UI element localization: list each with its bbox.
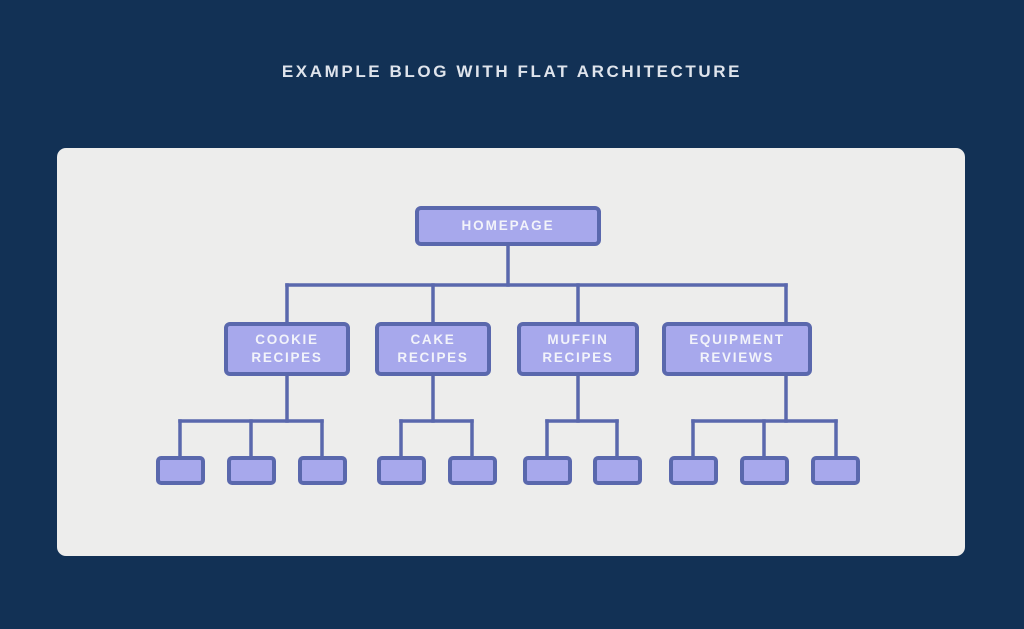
node-leaf-cookie-3[interactable]: [298, 456, 347, 485]
node-leaf-equipment-3[interactable]: [811, 456, 860, 485]
label-line-2: RECIPES: [542, 350, 614, 365]
node-muffin-recipes[interactable]: MUFFIN RECIPES: [517, 322, 639, 376]
node-equipment-reviews[interactable]: EQUIPMENT REVIEWS: [662, 322, 812, 376]
node-leaf-cookie-2[interactable]: [227, 456, 276, 485]
node-leaf-muffin-1[interactable]: [523, 456, 572, 485]
node-cake-recipes-label: CAKE RECIPES: [397, 331, 468, 367]
node-cookie-recipes-label: COOKIE RECIPES: [251, 331, 322, 367]
node-cookie-recipes[interactable]: COOKIE RECIPES: [224, 322, 350, 376]
node-homepage-label: HOMEPAGE: [461, 218, 555, 234]
node-leaf-equipment-2[interactable]: [740, 456, 789, 485]
label-line-1: MUFFIN: [547, 332, 609, 348]
node-leaf-equipment-1[interactable]: [669, 456, 718, 485]
label-line-2: RECIPES: [397, 350, 469, 365]
node-leaf-cake-1[interactable]: [377, 456, 426, 485]
node-homepage[interactable]: HOMEPAGE: [415, 206, 601, 246]
node-leaf-cookie-1[interactable]: [156, 456, 205, 485]
label-line-1: CAKE: [410, 332, 456, 348]
label-line-1: EQUIPMENT: [689, 332, 785, 348]
diagram-panel: HOMEPAGE COOKIE RECIPES CAKE RECIPES MUF…: [57, 148, 965, 556]
label-line-1: COOKIE: [255, 332, 319, 348]
page-title: EXAMPLE BLOG WITH FLAT ARCHITECTURE: [281, 62, 743, 81]
node-muffin-recipes-label: MUFFIN RECIPES: [542, 331, 613, 367]
diagram-canvas: HOMEPAGE COOKIE RECIPES CAKE RECIPES MUF…: [57, 148, 965, 556]
node-equipment-reviews-label: EQUIPMENT REVIEWS: [689, 331, 785, 367]
label-line-2: RECIPES: [251, 350, 323, 365]
node-leaf-muffin-2[interactable]: [593, 456, 642, 485]
node-cake-recipes[interactable]: CAKE RECIPES: [375, 322, 491, 376]
node-leaf-cake-2[interactable]: [448, 456, 497, 485]
label-line-2: REVIEWS: [699, 350, 775, 365]
